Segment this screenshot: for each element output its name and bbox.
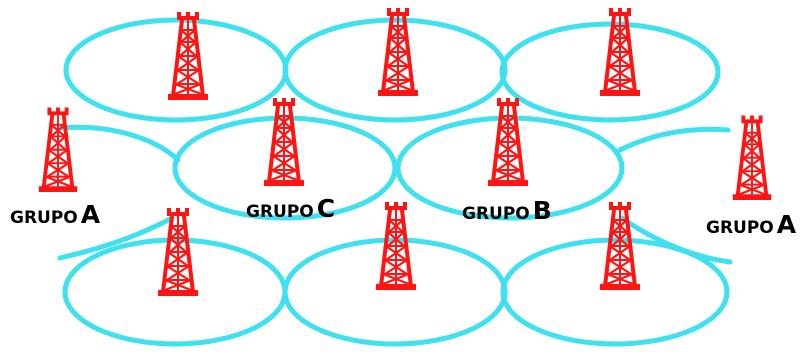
coverage-arc [619, 215, 733, 265]
coverage-layer [57, 17, 733, 347]
radio-tower-icon [730, 113, 774, 202]
coverage-arc [617, 126, 731, 153]
coverage-arc [57, 124, 181, 163]
group-letter: C [316, 194, 336, 223]
group-word: GRUPO [246, 202, 314, 222]
group-letter: B [532, 196, 552, 225]
radio-tower-icon [598, 6, 642, 98]
radio-tower-icon [36, 105, 80, 194]
coverage-ellipse [395, 115, 625, 221]
group-word: GRUPO [462, 204, 530, 224]
radio-tower-icon [262, 96, 306, 188]
radio-tower-icon [598, 200, 642, 292]
group-letter: A [80, 200, 101, 229]
group-word: GRUPO [706, 218, 774, 238]
coverage-ellipse [282, 17, 508, 123]
radio-tower-icon [374, 200, 418, 292]
group-letter: A [776, 210, 797, 239]
coverage-ellipse [499, 21, 721, 123]
radio-tower-icon [166, 10, 210, 102]
coverage-arc [57, 215, 175, 261]
group-word: GRUPO [10, 208, 78, 228]
coverage-ellipse [500, 237, 730, 347]
radio-tower-icon [486, 96, 530, 188]
